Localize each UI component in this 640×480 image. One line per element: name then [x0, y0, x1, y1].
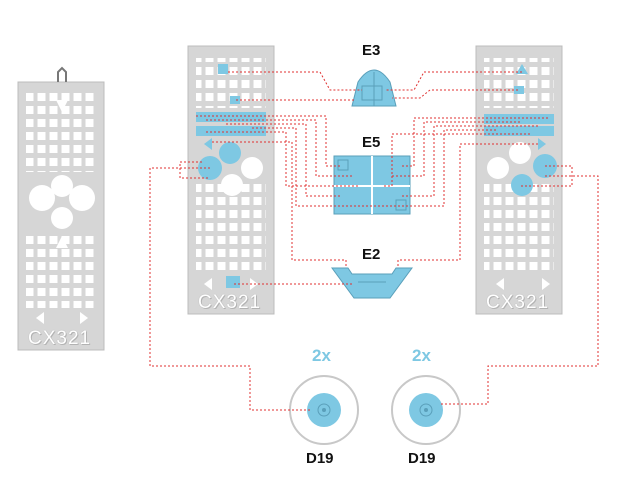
part-e5 [333, 155, 411, 215]
fret-right-marking: CX321 [486, 292, 550, 313]
fret-left-marking: CX321 [198, 292, 262, 313]
label-e3: E3 [362, 42, 381, 59]
label-e5: E5 [362, 134, 381, 151]
label-e2: E2 [362, 246, 381, 263]
fret-left [187, 45, 275, 315]
fret-plain [17, 66, 105, 351]
quantity-d19-right: 2x [412, 346, 431, 365]
leader-lines [149, 71, 599, 411]
fret-plain-marking: CX321 [28, 328, 92, 349]
part-e3 [351, 69, 397, 107]
label-d19-left: D19 [306, 450, 334, 467]
part-e2 [331, 267, 413, 299]
part-d19-right [391, 375, 461, 445]
quantity-d19-left: 2x [312, 346, 331, 365]
fret-right [475, 45, 563, 315]
part-d19-left [289, 375, 359, 445]
label-d19-right: D19 [408, 450, 436, 467]
